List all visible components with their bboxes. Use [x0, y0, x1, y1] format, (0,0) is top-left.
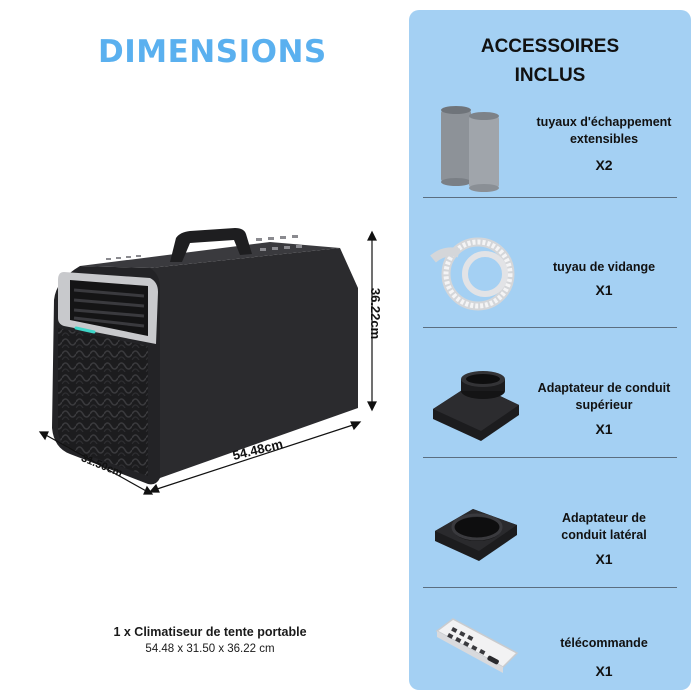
divider [423, 327, 677, 328]
side-duct-adapter-icon [423, 479, 523, 579]
accessory-label: tuyau de vidange [552, 260, 656, 274]
drain-hose-icon [423, 219, 523, 319]
accessory-quantity: X2 [595, 157, 613, 173]
page-title: DIMENSIONS [98, 34, 327, 70]
accessory-label: Adaptateur de conduit latéral [561, 511, 647, 542]
product-caption-main: 1 x Climatiseur de tente portable [113, 625, 307, 639]
accessory-quantity: X1 [595, 551, 613, 567]
product-image: 36.22cm 54.48cm 31.50cm [20, 228, 390, 528]
product-caption: 1 x Climatiseur de tente portable 54.48 … [40, 625, 380, 655]
accessory-item-exhaust-hoses: tuyaux d'échappement extensibles X2 [409, 93, 691, 223]
top-duct-adapter-icon [423, 349, 523, 449]
accessories-title-line1: ACCESSOIRES [480, 36, 620, 57]
accessory-item-top-duct-adapter: Adaptateur de conduit supérieur X1 [409, 337, 691, 467]
remote-control-icon [423, 601, 523, 700]
accessory-item-side-duct-adapter: Adaptateur de conduit latéral X1 [409, 467, 691, 597]
accessories-title: ACCESSOIRES INCLUS [409, 32, 691, 90]
accessories-title-line2: INCLUS [514, 65, 586, 86]
accessory-item-drain-hose: tuyau de vidange X1 [409, 207, 691, 337]
divider [423, 197, 677, 198]
accessory-quantity: X1 [595, 663, 613, 679]
accessory-item-remote-control: télécommande X1 [409, 597, 691, 700]
accessory-quantity: X1 [595, 282, 613, 298]
accessories-panel: ACCESSOIRES INCLUS tuyaux d'échappement … [409, 10, 691, 690]
divider [423, 587, 677, 588]
height-dimension-label: 36.22cm [368, 287, 384, 340]
accessory-label: télécommande [560, 636, 648, 650]
product-caption-dimensions: 54.48 x 31.50 x 36.22 cm [145, 643, 275, 655]
air-conditioner-illustration [38, 228, 377, 495]
divider [423, 457, 677, 458]
accessory-quantity: X1 [595, 421, 613, 437]
accessory-label: Adaptateur de conduit supérieur [537, 381, 671, 412]
exhaust-hoses-icon [423, 98, 523, 198]
accessory-label: tuyaux d'échappement extensibles [536, 115, 672, 146]
